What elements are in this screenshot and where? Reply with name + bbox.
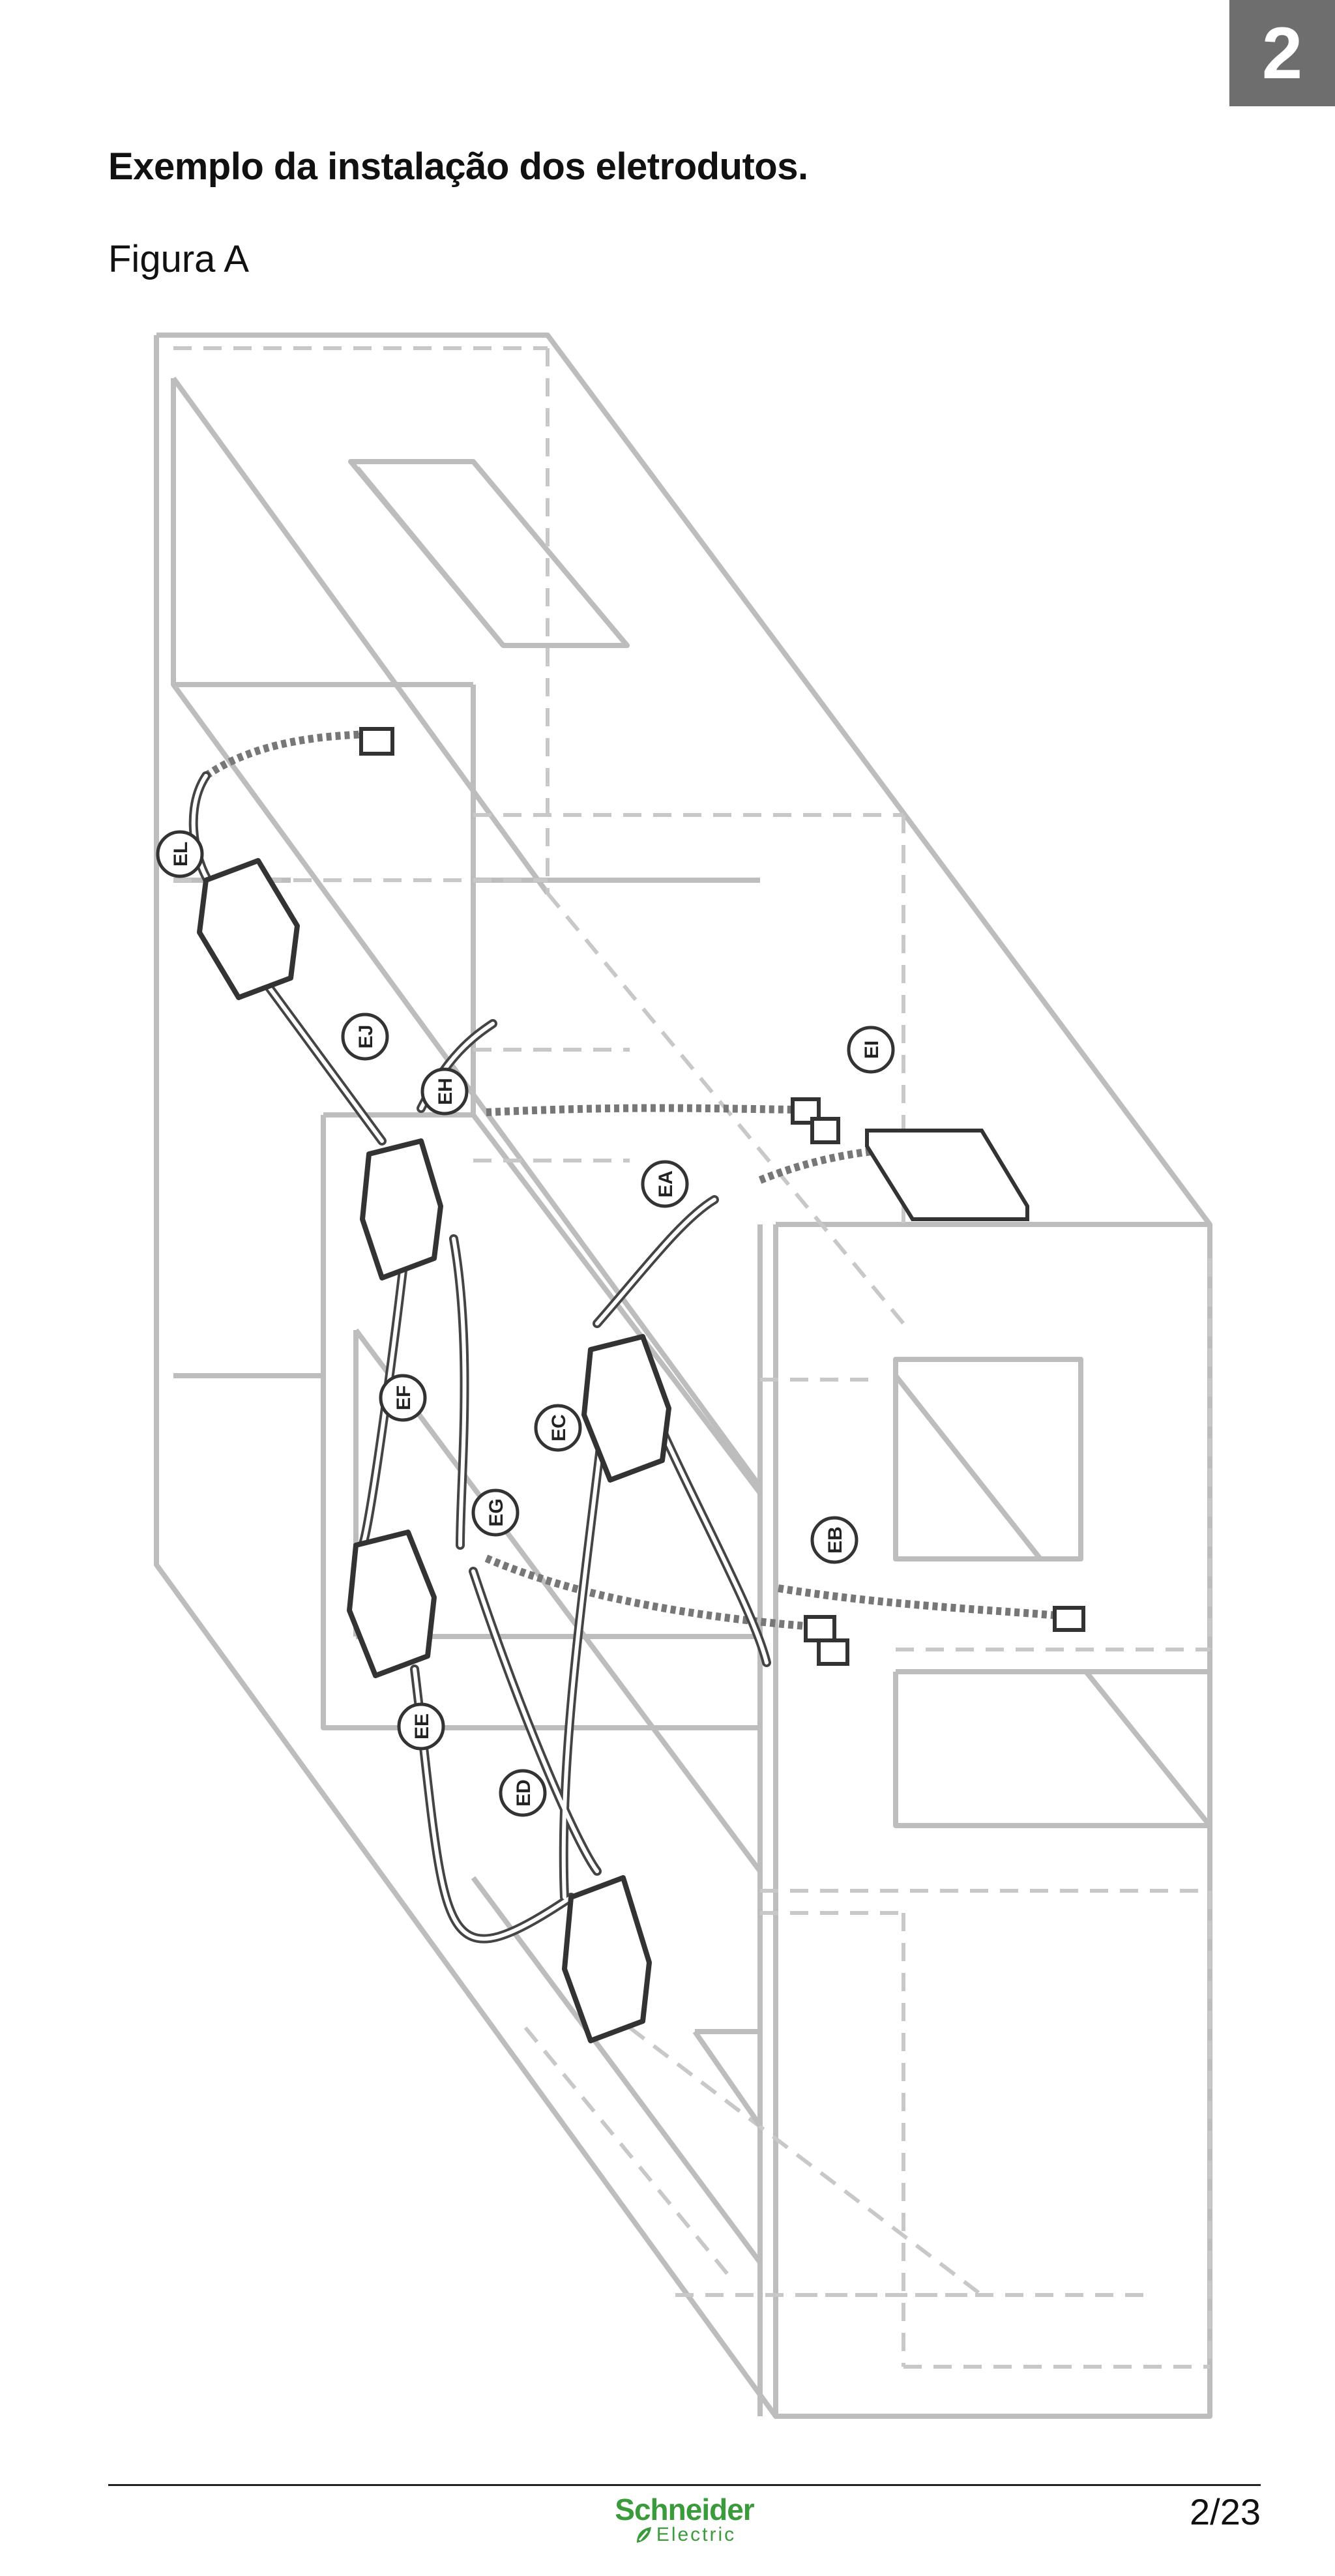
chapter-number: 2	[1261, 12, 1303, 94]
svg-text:EJ: EJ	[355, 1025, 377, 1049]
label-ef: EF	[379, 1374, 427, 1422]
junction-box-ed	[562, 1875, 652, 2043]
device-box-eg-1	[804, 1615, 836, 1642]
chapter-tab: 2	[1229, 0, 1335, 106]
svg-text:EA: EA	[655, 1170, 677, 1198]
junction-box-ea	[581, 1334, 671, 1483]
svg-text:EH: EH	[435, 1078, 456, 1105]
svg-text:EC: EC	[548, 1414, 570, 1442]
label-ei: EI	[847, 1026, 895, 1074]
svg-text:EE: EE	[411, 1713, 433, 1740]
svg-text:EL: EL	[170, 842, 192, 866]
svg-text:EI: EI	[861, 1041, 883, 1059]
device-box-eb	[1053, 1606, 1085, 1632]
installation-diagram: EL EJ EH EI EA EF	[108, 306, 1272, 2478]
leaf-icon	[636, 2527, 651, 2543]
svg-text:EB: EB	[825, 1526, 846, 1554]
label-ej: EJ	[341, 1013, 389, 1061]
logo-wordmark: Schneider	[615, 2493, 754, 2526]
label-eh: EH	[420, 1067, 469, 1116]
junction-box-el	[197, 858, 300, 1000]
device-box-ei-2	[810, 1117, 840, 1144]
label-el: EL	[156, 830, 204, 878]
panel-box	[865, 1129, 1029, 1221]
device-box-eg-2	[817, 1638, 849, 1666]
page-number: 2/23	[1190, 2491, 1261, 2532]
svg-text:EF: EF	[393, 1385, 415, 1410]
conduit-labels: EL EJ EH EI EA EF	[156, 830, 895, 1817]
junction-boxes	[197, 858, 671, 2043]
label-ec: EC	[534, 1404, 582, 1452]
label-ee: EE	[397, 1702, 445, 1751]
label-ea: EA	[641, 1160, 689, 1208]
logo-subtitle: Electric	[656, 2524, 737, 2545]
building-structure	[154, 333, 1212, 2419]
schneider-electric-logo: Schneider Electric	[606, 2495, 763, 2553]
figure-caption: Figura A	[108, 238, 249, 280]
device-boxes	[359, 727, 1085, 1666]
svg-text:ED: ED	[513, 1779, 535, 1807]
junction-box-ej	[360, 1138, 443, 1281]
svg-text:EG: EG	[486, 1498, 507, 1526]
page-title: Exemplo da instalação dos eletrodutos.	[108, 145, 808, 188]
label-ed: ED	[499, 1769, 547, 1817]
device-box-top	[359, 727, 394, 756]
footer-rule	[108, 2484, 1261, 2486]
junction-box-ef	[347, 1530, 437, 1678]
label-eb: EB	[810, 1516, 858, 1564]
label-eg: EG	[471, 1488, 520, 1537]
